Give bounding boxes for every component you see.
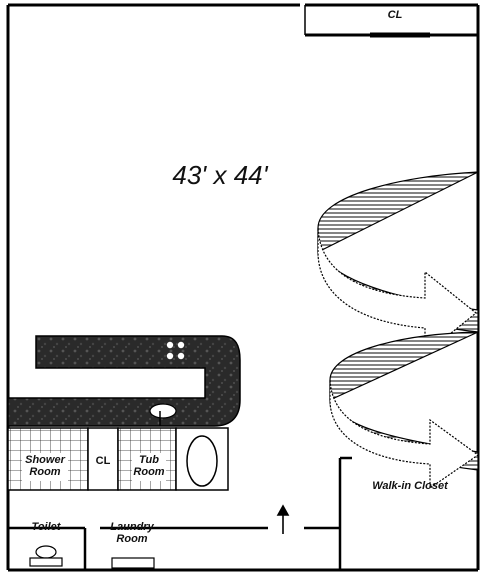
room-dimensions: 43' x 44' [172,160,268,190]
sink-icon [149,403,177,426]
bath-block [7,427,229,491]
tub-room-label: Tub Room [133,454,165,478]
kitchen-counter [7,335,241,427]
upper-spiral-arrow [317,227,477,356]
closet-top-label: CL [387,9,403,21]
bathtub-icon [186,435,218,487]
toilet-label: Toilet [31,521,61,533]
shower-room-label: Shower Room [25,454,65,478]
lower-spiral-arrow [329,379,480,490]
cooktop-burners [166,341,185,360]
walk-in-closet-label: Walk-in Closet [372,480,448,492]
toilet-icon [29,545,63,567]
closet-small-room [87,427,119,491]
closet-small-label: CL [95,455,111,467]
top-closet [304,3,478,38]
laundry-appliance [111,557,155,569]
up-arrow-icon [276,504,290,534]
spiral-arrow-icon [317,171,480,490]
laundry-room-label: Laundry Room [110,521,154,545]
lower-wall [8,526,340,570]
walk-in-closet [338,456,352,570]
